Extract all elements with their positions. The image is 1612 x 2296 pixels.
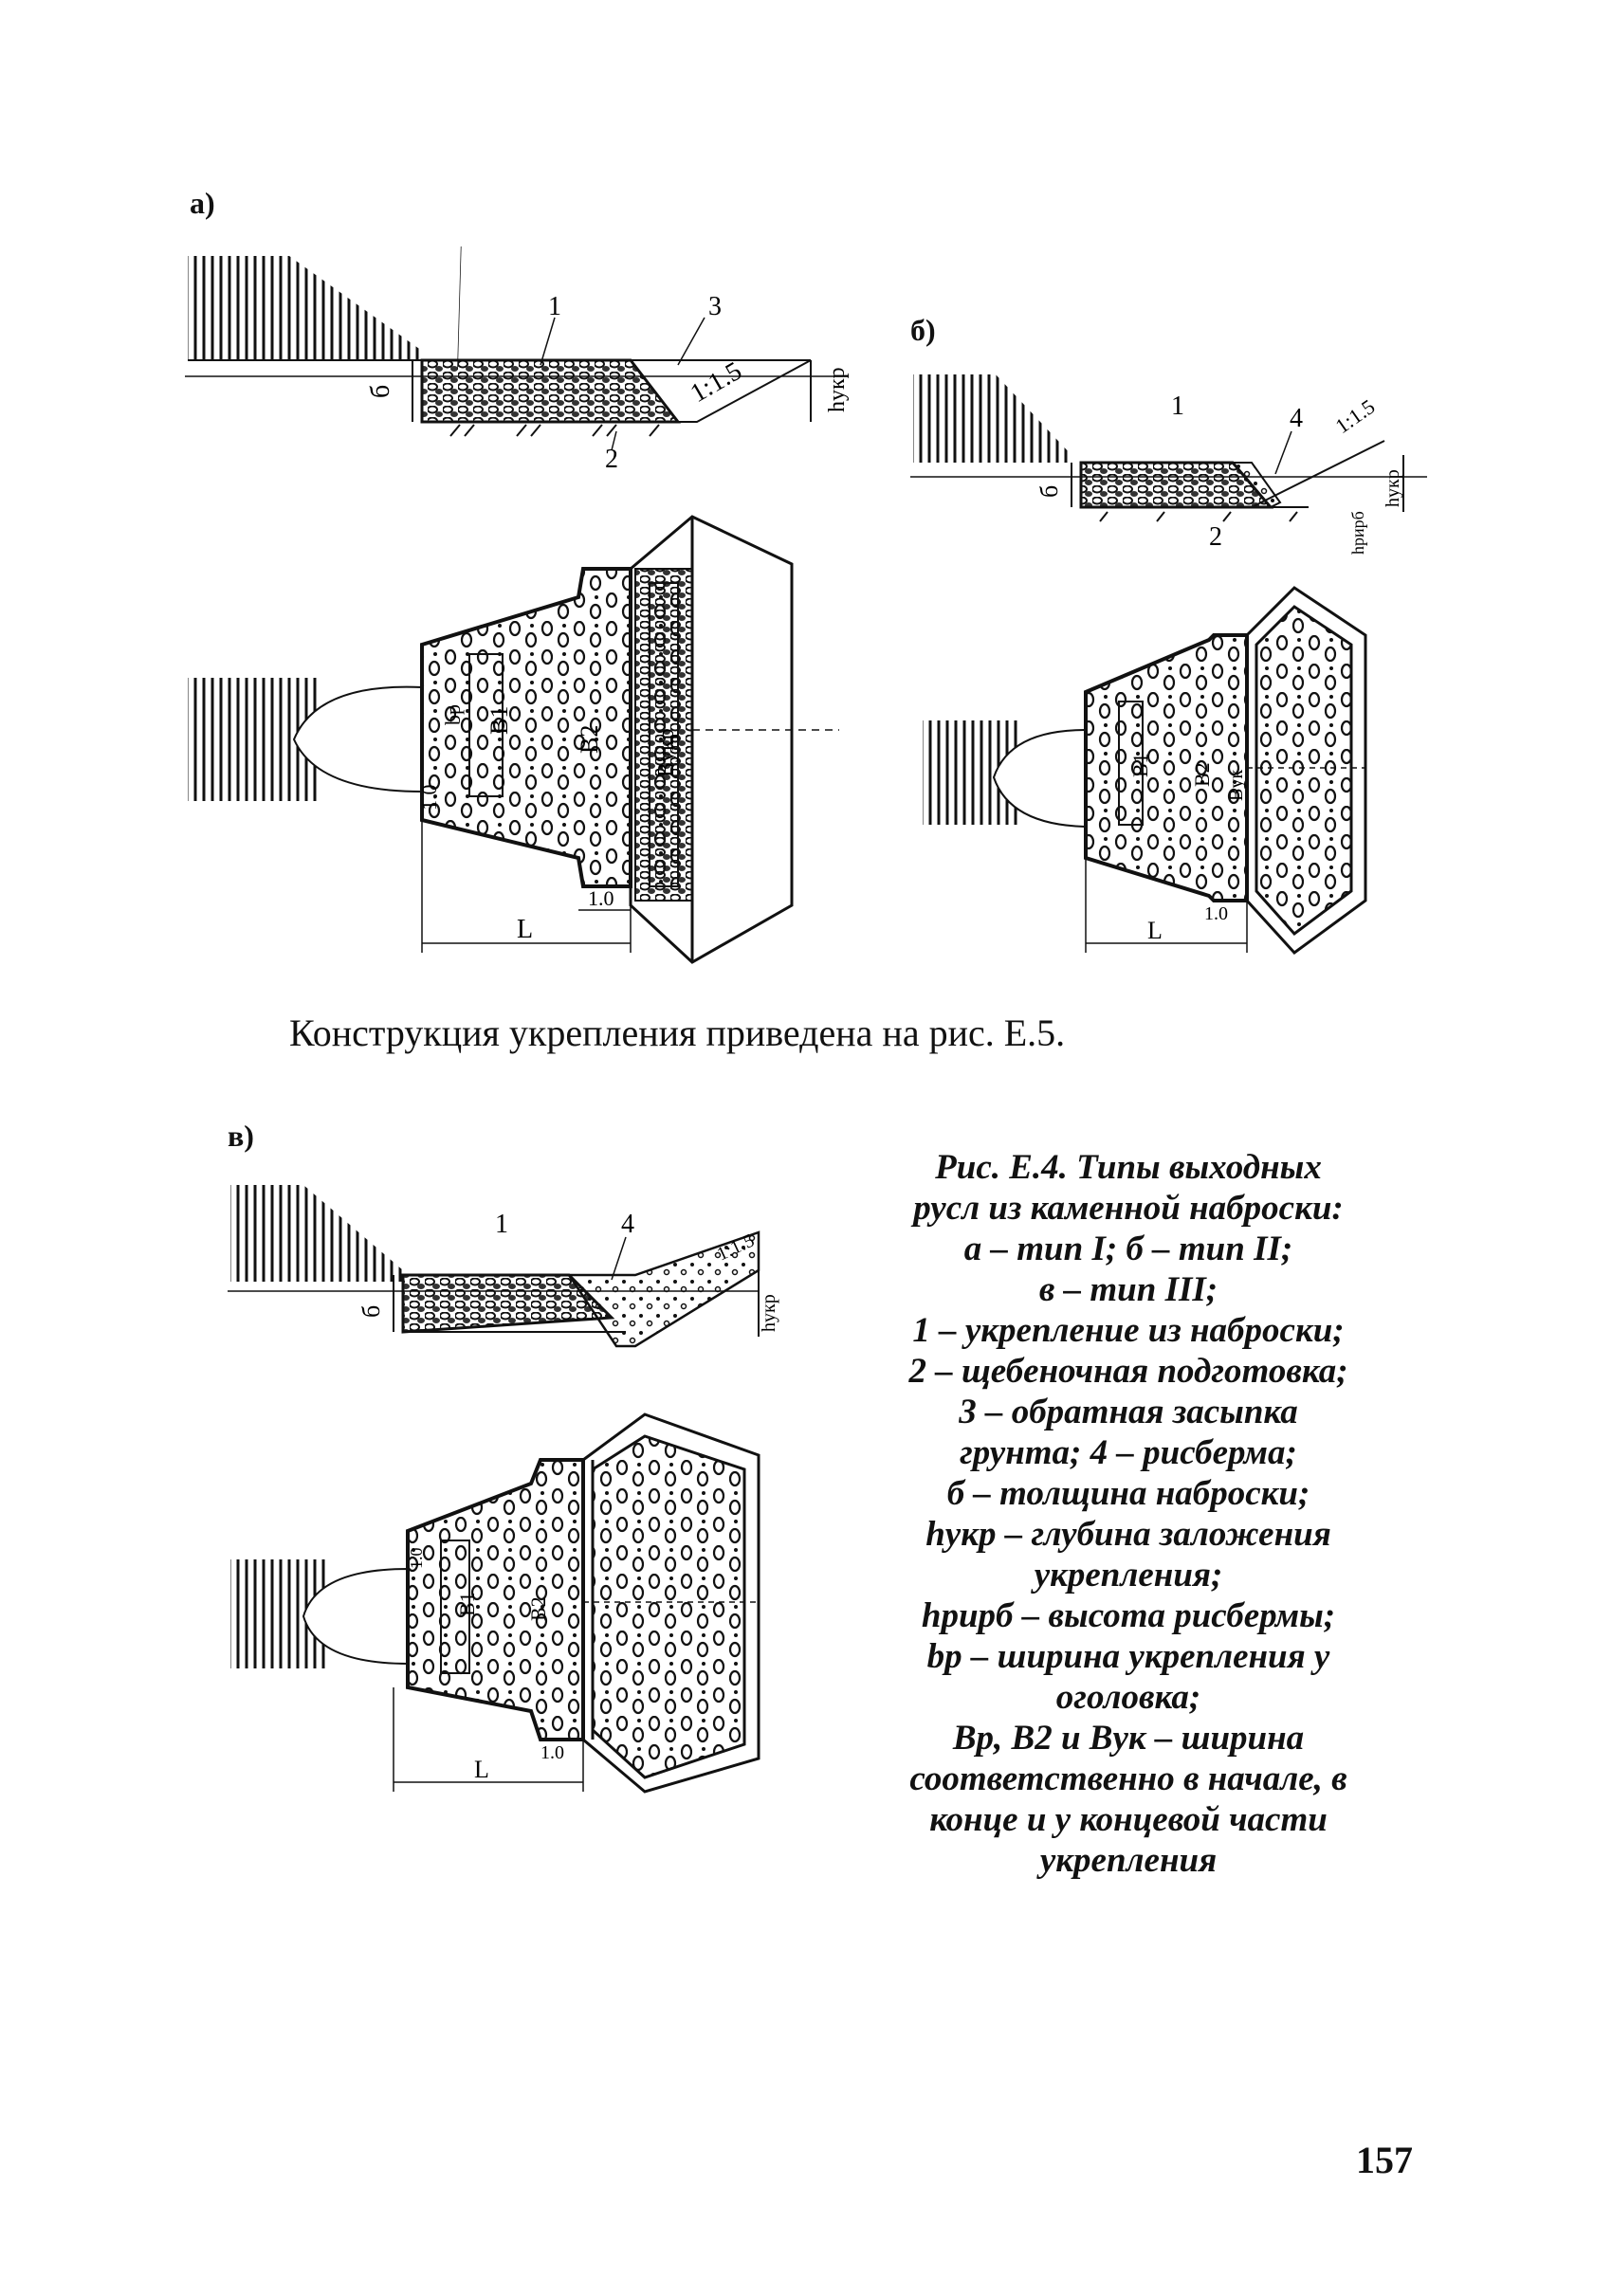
h-ukr-v: hукр: [759, 1294, 779, 1332]
panel-label-b: б): [910, 313, 936, 347]
b2-v: B2: [526, 1596, 550, 1621]
one-bottom-a: 1.0: [588, 886, 614, 910]
caption-line: bр – ширина укрепления у: [926, 1637, 1330, 1676]
panel-b-section: 1 4 2 1:1.5 б hукр hрирб: [910, 374, 1427, 555]
caption-line: Bр, B2 и Bук – ширина: [952, 1719, 1305, 1758]
caption-line: оголовка;: [1055, 1678, 1201, 1717]
h-risb-b: hрирб: [1348, 511, 1367, 555]
embankment-section-a: [188, 256, 422, 360]
L-b: L: [1147, 917, 1163, 944]
label-a-1: 1: [548, 292, 561, 321]
label-v-4: 4: [621, 1210, 634, 1239]
L-a: L: [517, 915, 533, 944]
embankment-section-v: [230, 1185, 403, 1282]
panel-v-section: 1 4 1:1.5 б hукр: [228, 1185, 779, 1348]
caption-line: Рис. Е.4. Типы выходных: [935, 1148, 1322, 1187]
h-ukr-b: hукр: [1383, 469, 1403, 507]
riprap-layer-a: [420, 358, 682, 424]
caption-line: 3 – обратная засыпка: [959, 1393, 1298, 1431]
panel-label-a: а): [190, 186, 215, 220]
slope-b: 1:1.5: [1331, 394, 1380, 438]
b1-b: B1: [1128, 753, 1152, 777]
caption-line: hрирб – высота рисбермы;: [921, 1596, 1336, 1635]
caption-line: а – тип I; б – тип II;: [963, 1230, 1293, 1268]
one-a: 1.0: [417, 785, 441, 811]
buk-a: Bукр: [654, 728, 679, 777]
panel-a-plan: B1 B2 Bукр bp 1.0 L 1.0: [188, 515, 839, 964]
panel-label-v: в): [228, 1119, 254, 1153]
label-v-1: 1: [495, 1210, 508, 1239]
caption-line: конце и у концевой части: [929, 1800, 1328, 1839]
thickness-b: б: [1035, 485, 1063, 498]
b2-b: B2: [1190, 762, 1214, 787]
caption-line: укрепления: [1039, 1841, 1218, 1880]
b1-v: B1: [455, 1592, 479, 1616]
L-v: L: [474, 1756, 489, 1783]
caption-line: укрепления;: [1034, 1556, 1223, 1594]
b1-a: B1: [485, 706, 513, 735]
caption-line: 1 – укрепление из наброски;: [912, 1311, 1345, 1350]
label-b-1: 1: [1171, 392, 1184, 421]
one-bottom-b: 1.0: [1204, 903, 1228, 924]
caption-line: русл из каменной наброски:: [913, 1189, 1344, 1228]
riprap-plan-b: [1084, 633, 1249, 902]
text-line: Конструкция укрепления приведена на рис.…: [289, 1011, 1066, 1054]
caption-line: грунта; 4 – рисберма;: [960, 1433, 1297, 1472]
caption-line: 2 – щебеночная подготовка;: [908, 1352, 1348, 1391]
thickness-v: б: [357, 1305, 385, 1318]
caption-line: hукр – глубина заложения: [925, 1515, 1331, 1554]
caption-line: в – тип III;: [1038, 1270, 1218, 1309]
panel-v-plan: B1 B2 1.0 L 1.0: [230, 1412, 760, 1794]
bp-a: bp: [441, 704, 465, 725]
panel-a-section: 1 3 2 1:1.5 б hукр: [185, 246, 850, 474]
b2-a: B2: [576, 725, 603, 754]
h-ukr-a: hукр: [825, 367, 850, 412]
label-a-2: 2: [605, 445, 618, 474]
label-a-3: 3: [708, 292, 722, 321]
one-v: 1.0: [407, 1548, 426, 1570]
riprap-plan-v: [406, 1458, 585, 1741]
label-b-4: 4: [1290, 404, 1303, 433]
caption-line: б – толщина наброски;: [946, 1474, 1310, 1513]
thickness-a: б: [366, 385, 395, 398]
page-number: 157: [1356, 2139, 1413, 2181]
caption-line: соответственно в начале, в: [909, 1759, 1347, 1798]
berm-b: [1230, 462, 1282, 509]
buk-b: Bук: [1226, 770, 1247, 801]
label-b-2: 2: [1209, 522, 1222, 552]
one-bottom-v: 1.0: [540, 1742, 564, 1763]
panel-b-plan: B1 B2 Bук L 1.0: [923, 586, 1367, 956]
embankment-section-b: [913, 374, 1072, 463]
